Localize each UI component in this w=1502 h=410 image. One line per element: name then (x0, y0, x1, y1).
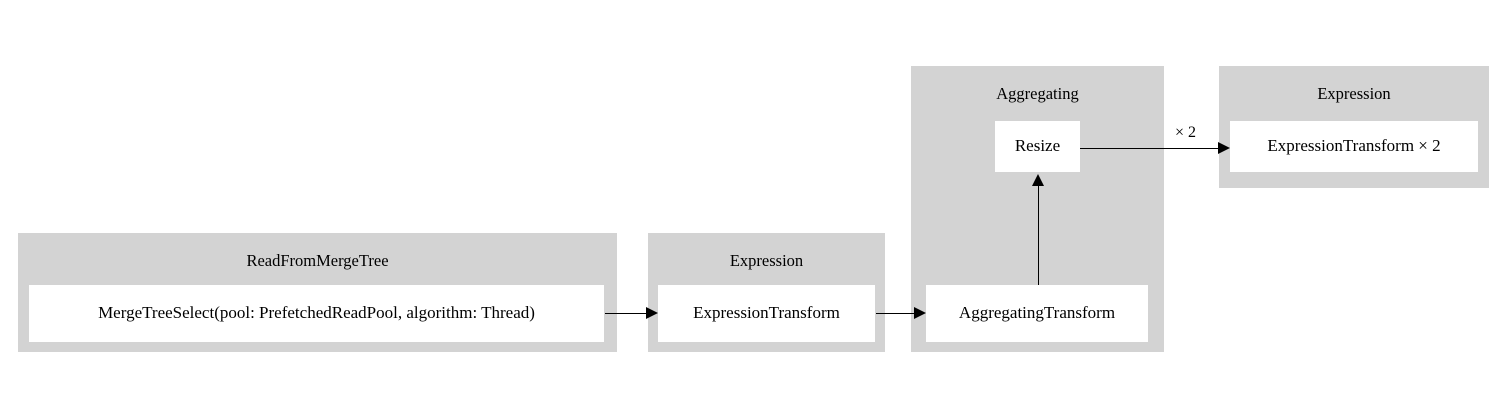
node-resize[interactable]: Resize (995, 121, 1080, 172)
node-merge-tree-select[interactable]: MergeTreeSelect(pool: PrefetchedReadPool… (29, 285, 604, 342)
cluster-title-expression-2: Expression (1317, 84, 1391, 103)
node-expression-transform[interactable]: ExpressionTransform (658, 285, 875, 342)
cluster-title-expression-1: Expression (729, 251, 804, 270)
node-label-expression-transform-x2: ExpressionTransform × 2 (1267, 136, 1441, 156)
cluster-title-aggregating: Aggregating (996, 84, 1079, 103)
node-label-expression-transform: ExpressionTransform (693, 303, 840, 323)
edge-expression-transform-to-aggregating-transform (876, 313, 914, 314)
node-label-aggregating-transform: AggregatingTransform (958, 303, 1116, 323)
edge-merge-tree-select-to-expression-transform (605, 313, 646, 314)
node-label-resize: Resize (1014, 136, 1061, 156)
edge-arrowhead-4 (1218, 142, 1230, 154)
edge-resize-to-expression-transform-x2 (1080, 148, 1218, 149)
node-expression-transform-x2[interactable]: ExpressionTransform × 2 (1230, 121, 1478, 172)
node-aggregating-transform[interactable]: AggregatingTransform (926, 285, 1148, 342)
edge-aggregating-transform-to-resize (1038, 186, 1039, 285)
edge-label-resize-to-expression-transform-x2: × 2 (1175, 124, 1197, 141)
edge-arrowhead-1 (646, 307, 658, 319)
node-label-merge-tree-select: MergeTreeSelect(pool: PrefetchedReadPool… (98, 303, 535, 323)
edge-arrowhead-2 (914, 307, 926, 319)
edge-arrowhead-3 (1032, 174, 1044, 186)
cluster-title-read-from-merge-tree: ReadFromMergeTree (246, 251, 389, 270)
